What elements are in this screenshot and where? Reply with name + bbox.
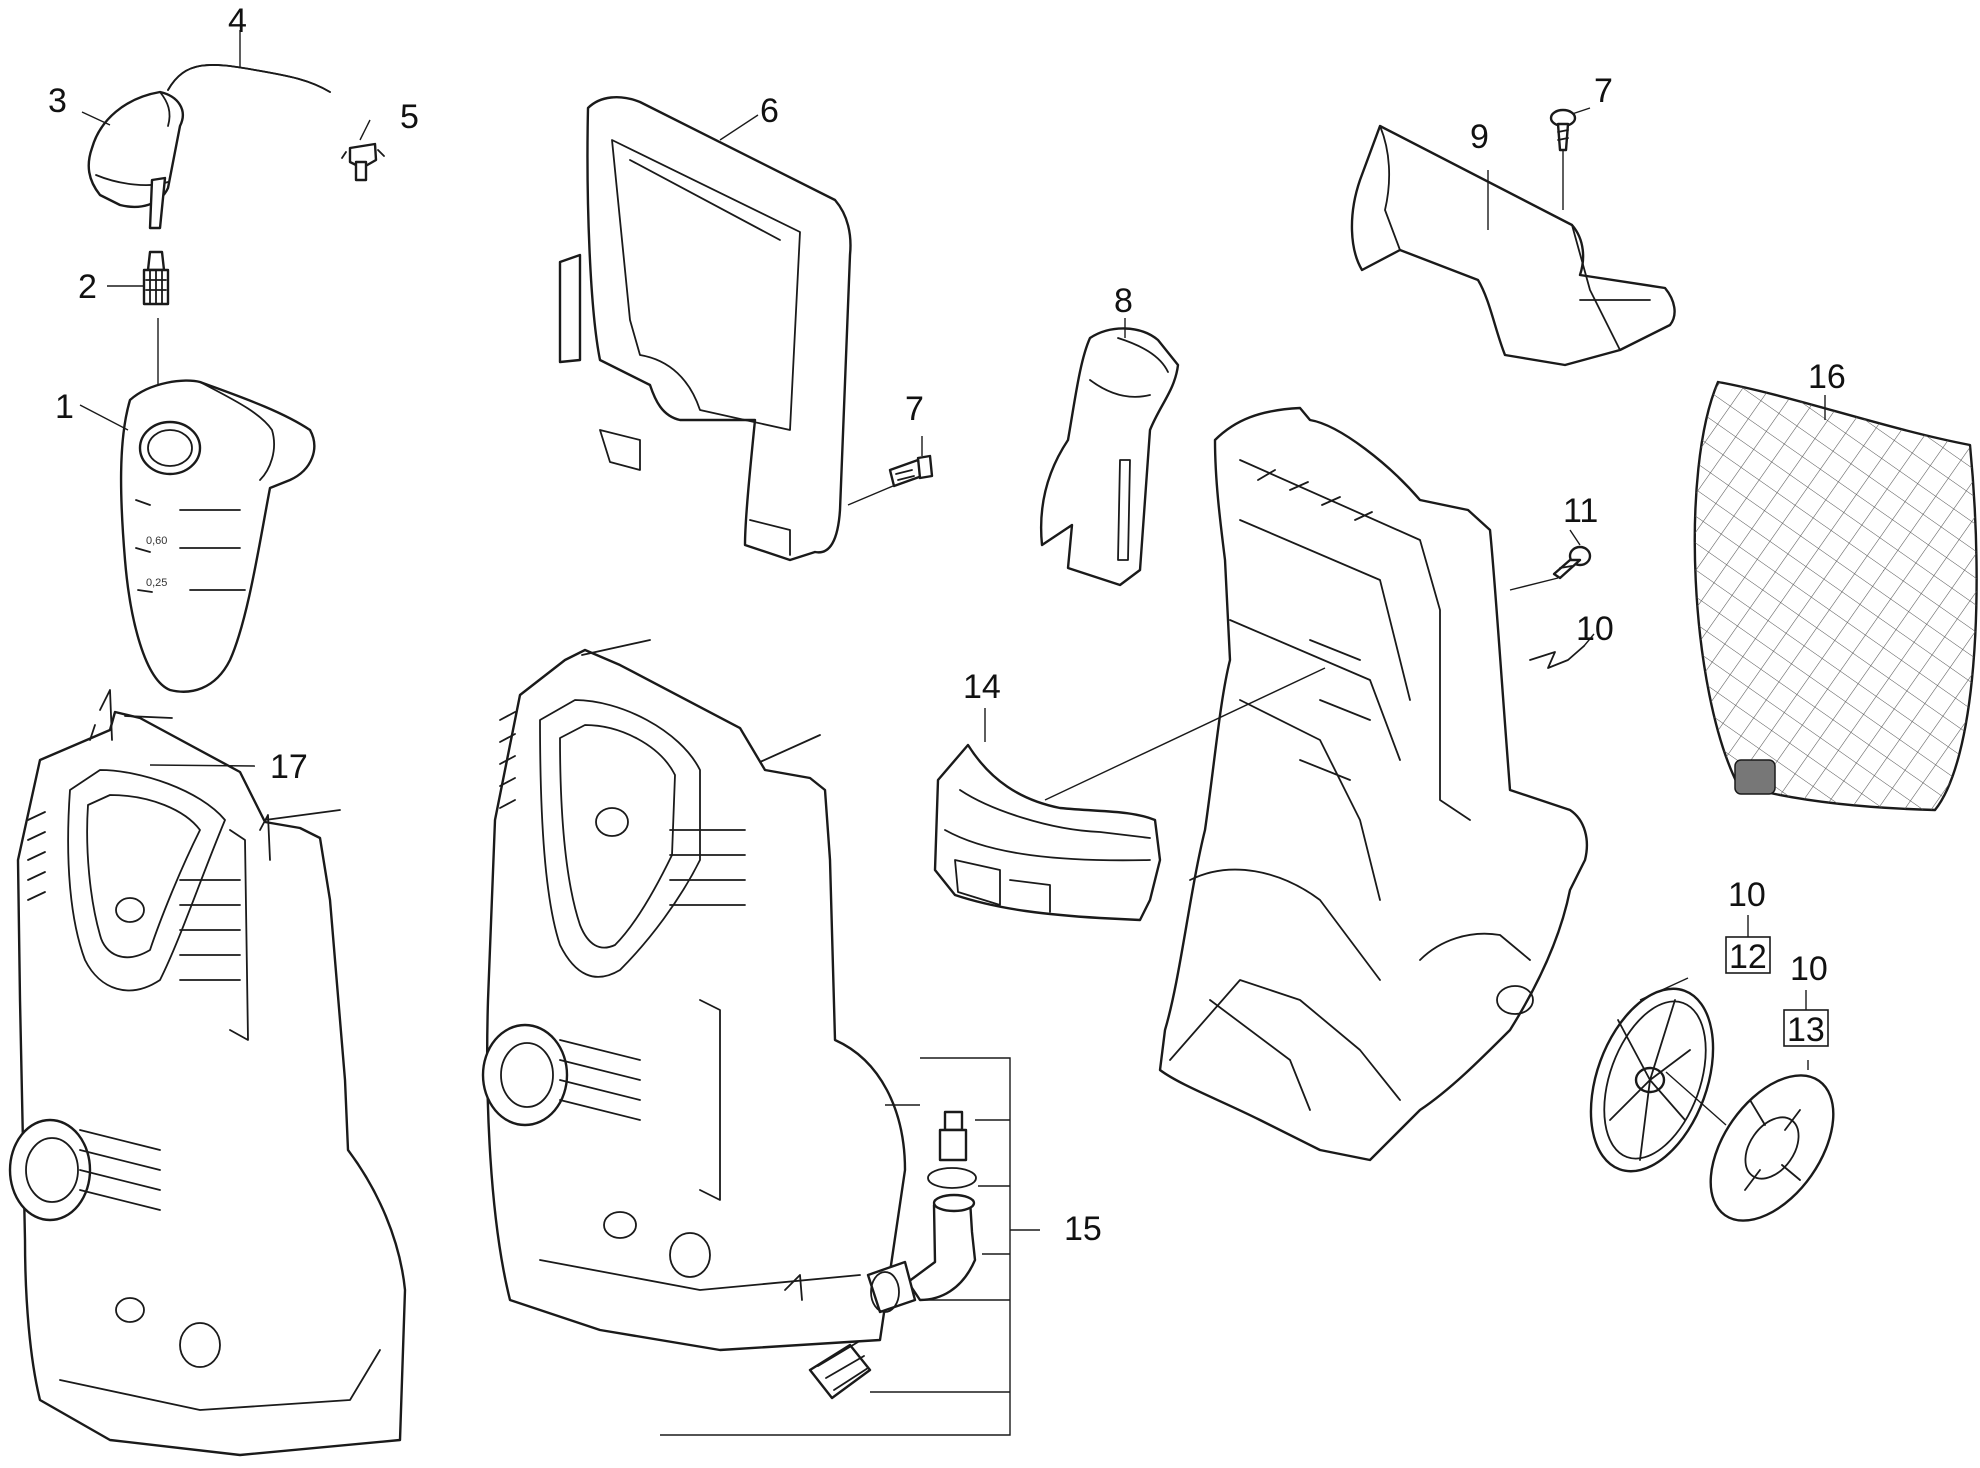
callout-3: 3: [48, 82, 67, 120]
callout-14: 14: [963, 668, 1001, 706]
housing-part-17: [8, 689, 407, 1457]
callout-4: 4: [228, 2, 247, 40]
callout-17: 17: [270, 748, 308, 786]
part-15-leader-bracket: [660, 1057, 1040, 1436]
callout-8: 8: [1114, 282, 1133, 320]
callout-10-frame: 10: [1576, 610, 1614, 648]
filter-part-2: [142, 250, 170, 306]
callout-13: 13: [1787, 1011, 1825, 1049]
callout-5: 5: [400, 98, 419, 136]
frame-base: [1158, 406, 1589, 1162]
callout-10-wheel: 10: [1728, 876, 1766, 914]
cover-part-8: [1039, 327, 1180, 587]
housing-front: [481, 639, 907, 1352]
connector-part-5: [341, 142, 385, 182]
callout-7-top: 7: [1594, 72, 1613, 110]
connector-assembly-part-15: [808, 1110, 977, 1400]
callout-2: 2: [78, 268, 97, 306]
tank-mark-lower: 0,25: [146, 577, 167, 589]
top-cover-part-9: [1350, 124, 1676, 367]
detergent-tank-part-1: 0,60 0,25: [119, 379, 316, 693]
tank-mark-upper: 0,60: [146, 535, 167, 547]
hose-part-4: [167, 64, 331, 93]
screw-part-11: [1552, 545, 1592, 580]
wheel-part-12: [1589, 987, 1715, 1173]
hubcap-part-13: [1709, 1074, 1835, 1222]
callout-16: 16: [1808, 358, 1846, 396]
spray-handle-part-3: [87, 90, 184, 230]
callout-12: 12: [1729, 938, 1767, 976]
callout-11: 11: [1563, 492, 1598, 530]
filter-mesh-part-16: [1693, 380, 1978, 812]
screw-part-7-top: [1549, 108, 1577, 152]
callout-10-hubcap: 10: [1790, 950, 1828, 988]
screw-part-7-handle: [888, 454, 934, 488]
callout-7-handle: 7: [905, 390, 924, 428]
callout-9: 9: [1470, 118, 1489, 156]
callout-6: 6: [760, 92, 779, 130]
handle-part-6: [558, 96, 852, 562]
callout-1: 1: [55, 388, 74, 426]
bracket-part-14: [933, 743, 1162, 922]
callout-15: 15: [1064, 1210, 1102, 1248]
